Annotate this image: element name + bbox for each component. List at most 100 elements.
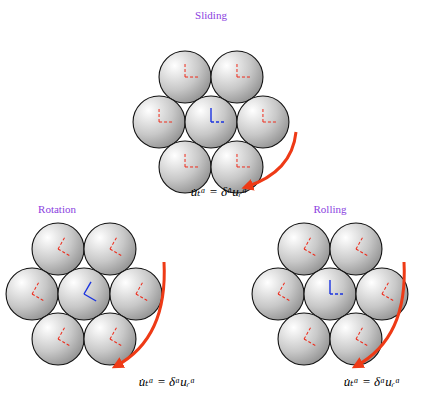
particle-disc — [110, 268, 162, 320]
frame-axis — [210, 108, 211, 122]
frame-axis — [356, 339, 368, 346]
particle-disc — [6, 268, 58, 320]
particle-disc — [133, 96, 185, 148]
frame-axis — [185, 63, 186, 77]
particle-cluster — [133, 51, 289, 193]
particle — [252, 268, 304, 320]
frame-axis — [32, 294, 44, 301]
particle-frame — [304, 327, 323, 346]
kinematic-equation: u̇ₜᵅ = δᵅuᵣᵅ — [344, 374, 400, 390]
particle-disc — [237, 96, 289, 148]
particle — [84, 223, 136, 275]
particle-disc — [278, 223, 330, 275]
motion-arrow — [356, 262, 404, 366]
frame-axis — [159, 122, 173, 123]
frame-axis — [382, 294, 394, 301]
particle — [304, 268, 356, 320]
frame-axis — [330, 293, 344, 294]
frame-axis — [237, 77, 251, 78]
particle-frame — [32, 282, 51, 301]
frame-axis — [159, 108, 160, 122]
frame-axis — [58, 237, 65, 249]
particle — [32, 313, 84, 365]
frame-axis — [110, 249, 122, 256]
frame-axis — [263, 122, 277, 123]
particle — [133, 96, 185, 148]
particle-disc — [330, 313, 382, 365]
frame-axis — [84, 282, 91, 294]
frame-axis — [58, 249, 70, 256]
particle — [110, 268, 162, 320]
frame-axis — [356, 237, 363, 249]
frame-axis — [304, 249, 316, 256]
frame-axis — [236, 153, 237, 167]
frame-axis — [304, 237, 311, 249]
frame-axis — [329, 280, 330, 294]
frame-axis — [58, 327, 65, 339]
mode-title: Rotation — [38, 203, 76, 215]
particle-disc — [278, 313, 330, 365]
frame-axis — [185, 77, 199, 78]
particle-frame — [278, 282, 297, 301]
kinematic-equation: u̇ₜᵅ = δ̇ᵅuᵣᵅ — [191, 184, 247, 200]
particle-frame — [237, 153, 251, 167]
frame-axis — [110, 237, 117, 249]
particle — [58, 268, 110, 320]
mode-title: Sliding — [195, 9, 227, 21]
particle-cluster — [6, 223, 162, 365]
particle — [159, 51, 211, 103]
frame-axis — [211, 121, 225, 122]
frame-axis — [382, 282, 389, 294]
particle — [6, 268, 58, 320]
frame-axis — [136, 282, 143, 294]
particle — [32, 223, 84, 275]
frame-axis — [262, 108, 263, 122]
particle-frame — [304, 237, 323, 256]
particle-disc — [252, 268, 304, 320]
particle — [237, 96, 289, 148]
particle-frame — [84, 282, 103, 301]
frame-axis — [110, 339, 122, 346]
frame-axis — [32, 282, 39, 294]
particle — [278, 223, 330, 275]
frame-axis — [304, 339, 316, 346]
particle-frame — [356, 237, 375, 256]
particle-frame — [211, 108, 225, 122]
particle-frame — [185, 153, 199, 167]
frame-axis — [237, 166, 251, 167]
particle-disc — [185, 96, 237, 148]
mode-title: Rolling — [313, 203, 346, 215]
frame-axis — [136, 294, 148, 301]
frame-axis — [58, 339, 70, 346]
particle-frame — [330, 280, 344, 294]
frame-axis — [185, 153, 186, 167]
particle-disc — [32, 223, 84, 275]
frame-axis — [185, 166, 199, 167]
frame-axis — [110, 327, 117, 339]
particle-frame — [159, 108, 173, 122]
frame-axis — [356, 249, 368, 256]
particle-frame — [58, 327, 77, 346]
particle-frame — [58, 237, 77, 256]
particle — [185, 96, 237, 148]
particle-frame — [237, 63, 251, 77]
frame-axis — [236, 63, 237, 77]
kinematic-equation: u̇ₜᵅ = δᵅuᵣᵅ — [139, 374, 195, 390]
frame-axis — [84, 294, 96, 301]
frame-axis — [304, 327, 311, 339]
particle-disc — [304, 268, 356, 320]
particle — [330, 223, 382, 275]
particle-disc — [330, 223, 382, 275]
particle-frame — [185, 63, 199, 77]
particle-frame — [263, 108, 277, 122]
motion-arrow — [116, 262, 164, 366]
particle-disc — [32, 313, 84, 365]
particle-disc — [84, 223, 136, 275]
particle-disc — [159, 51, 211, 103]
frame-axis — [278, 282, 285, 294]
particle-disc — [58, 268, 110, 320]
motion-arrow — [246, 132, 296, 187]
particle-frame — [110, 237, 129, 256]
particle-frame — [110, 327, 129, 346]
